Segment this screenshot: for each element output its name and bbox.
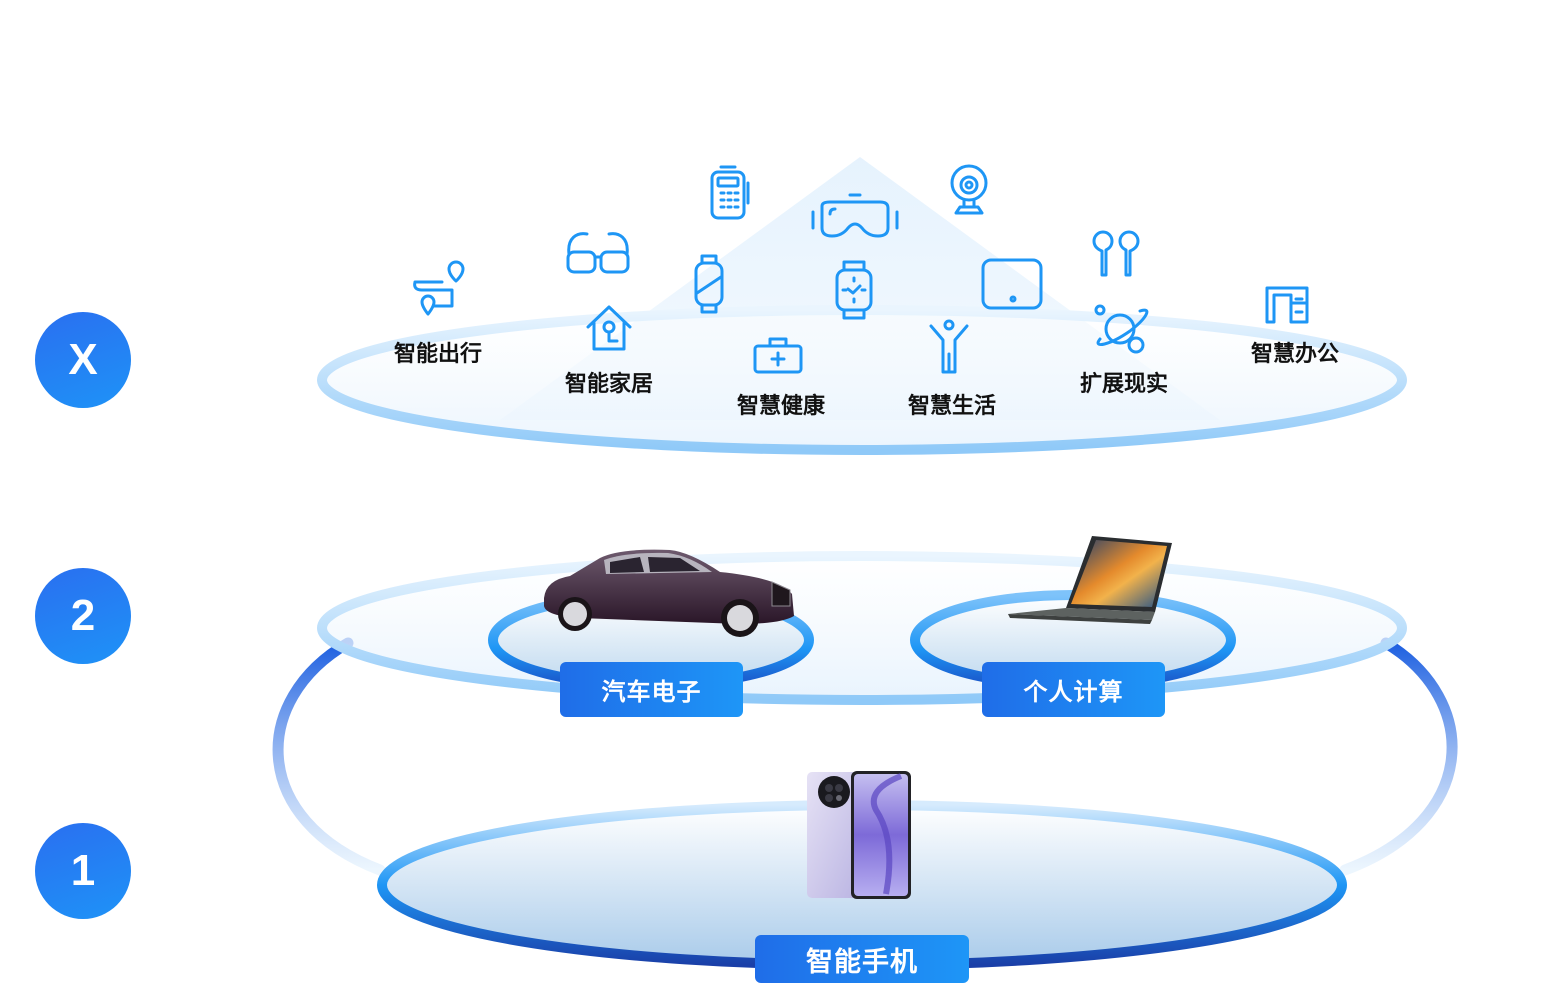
tablet-icon	[981, 258, 1043, 310]
level-badge-1: 1	[35, 823, 131, 919]
category-label-smart-life: 智慧生活	[907, 394, 997, 419]
badge-text: 2	[70, 591, 96, 640]
category-label-smart-mobility: 智能出行	[393, 342, 483, 367]
route-map-icon	[413, 260, 465, 316]
desk-icon	[1265, 286, 1309, 324]
category-label-smart-health: 智慧健康	[736, 394, 826, 419]
badge-text: 1	[70, 846, 96, 895]
smart-glasses-icon	[566, 232, 630, 274]
category-pill-smartphone: 智能手机	[755, 935, 969, 983]
badge-text: X	[68, 335, 98, 384]
pill-label: 个人计算	[1023, 678, 1124, 706]
smartwatch-icon	[835, 260, 873, 320]
level-badge-x: X	[35, 312, 131, 408]
vr-headset-icon	[811, 193, 899, 238]
webcam-icon	[950, 164, 988, 215]
pill-label: 智能手机	[806, 946, 918, 978]
category-label-extended-reality: 扩展现实	[1079, 372, 1169, 397]
smartphone-image	[807, 771, 911, 899]
planet-icon	[1094, 304, 1149, 354]
pos-terminal-icon	[710, 165, 750, 220]
fitness-band-icon	[694, 254, 724, 314]
category-label-smart-home: 智能家居	[564, 372, 654, 397]
smart-home-icon	[586, 305, 632, 351]
earbuds-icon	[1092, 230, 1140, 277]
laptop-image	[1008, 536, 1172, 624]
car-image	[544, 549, 794, 637]
level-badge-2: 2	[35, 568, 131, 664]
person-cheer-icon	[929, 319, 969, 374]
category-pill-automotive-electronics: 汽车电子	[560, 662, 743, 717]
category-label-smart-office: 智慧办公	[1250, 342, 1340, 367]
category-pill-personal-computing: 个人计算	[982, 662, 1165, 717]
pill-label: 汽车电子	[601, 678, 702, 706]
medical-kit-icon	[753, 337, 803, 374]
